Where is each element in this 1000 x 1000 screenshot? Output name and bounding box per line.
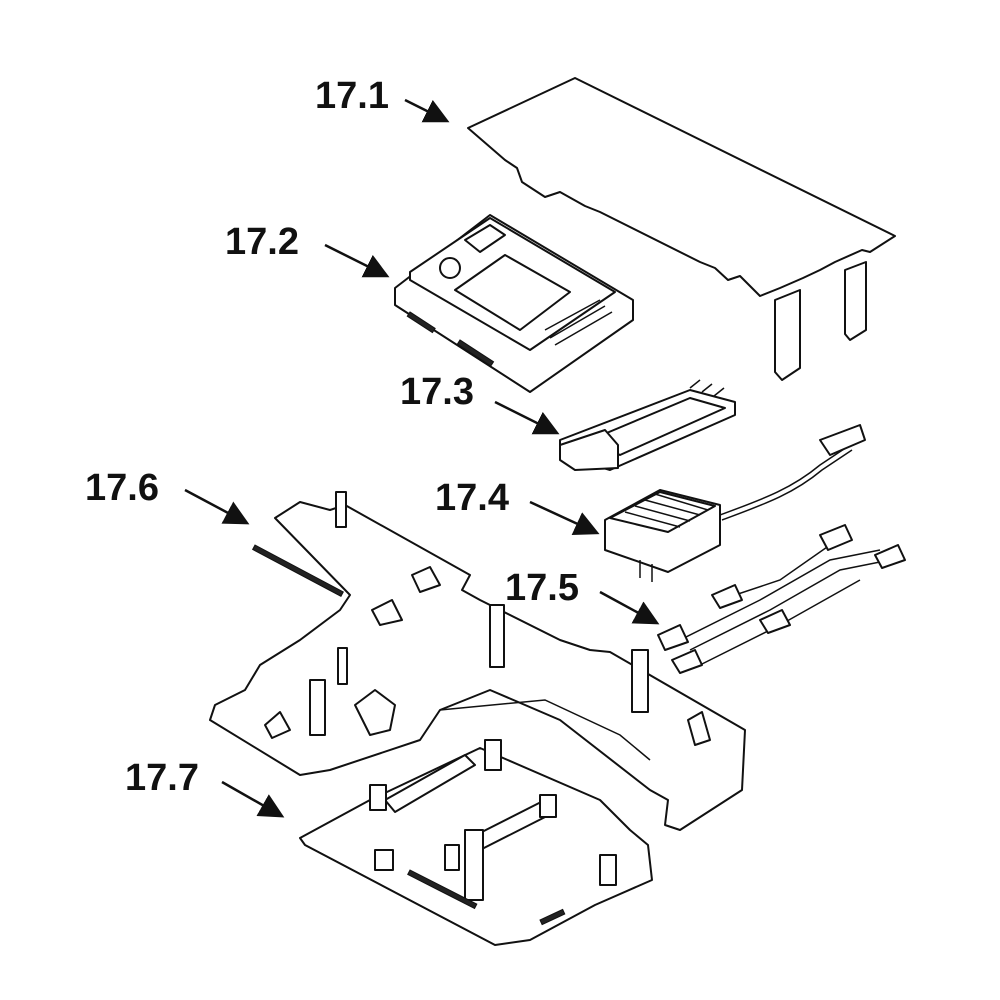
callout-label: 17.3 (400, 371, 474, 413)
arrow-icon (529, 500, 600, 535)
callout-17-6: 17.6 (85, 467, 250, 525)
callout-17-2: 17.2 (225, 221, 390, 278)
callout-label: 17.4 (435, 477, 509, 519)
part-17-6-main-board (209, 491, 746, 831)
arrow-icon (494, 400, 560, 435)
callout-label: 17.2 (225, 221, 299, 263)
part-17-7-lower-board (299, 739, 653, 946)
part-17-3-connector-board (559, 379, 736, 471)
callout-17-1: 17.1 (315, 75, 450, 123)
part-17-2-control-module (394, 214, 634, 393)
callout-17-7: 17.7 (125, 757, 285, 818)
callout-17-4: 17.4 (435, 477, 600, 535)
part-17-4-power-adapter (604, 424, 866, 582)
callout-label: 17.5 (505, 567, 579, 609)
part-17-5-wire-harness (657, 524, 906, 674)
arrow-icon (404, 98, 450, 123)
arrow-icon (324, 243, 390, 278)
callout-17-5: 17.5 (505, 567, 660, 625)
arrow-icon (184, 488, 250, 525)
callout-label: 17.7 (125, 757, 199, 799)
part-17-1-cover-plate (467, 77, 896, 381)
arrow-icon (599, 590, 660, 625)
callout-label: 17.1 (315, 75, 389, 117)
callout-17-3: 17.3 (400, 371, 560, 435)
callout-label: 17.6 (85, 467, 159, 509)
arrow-icon (221, 780, 285, 818)
